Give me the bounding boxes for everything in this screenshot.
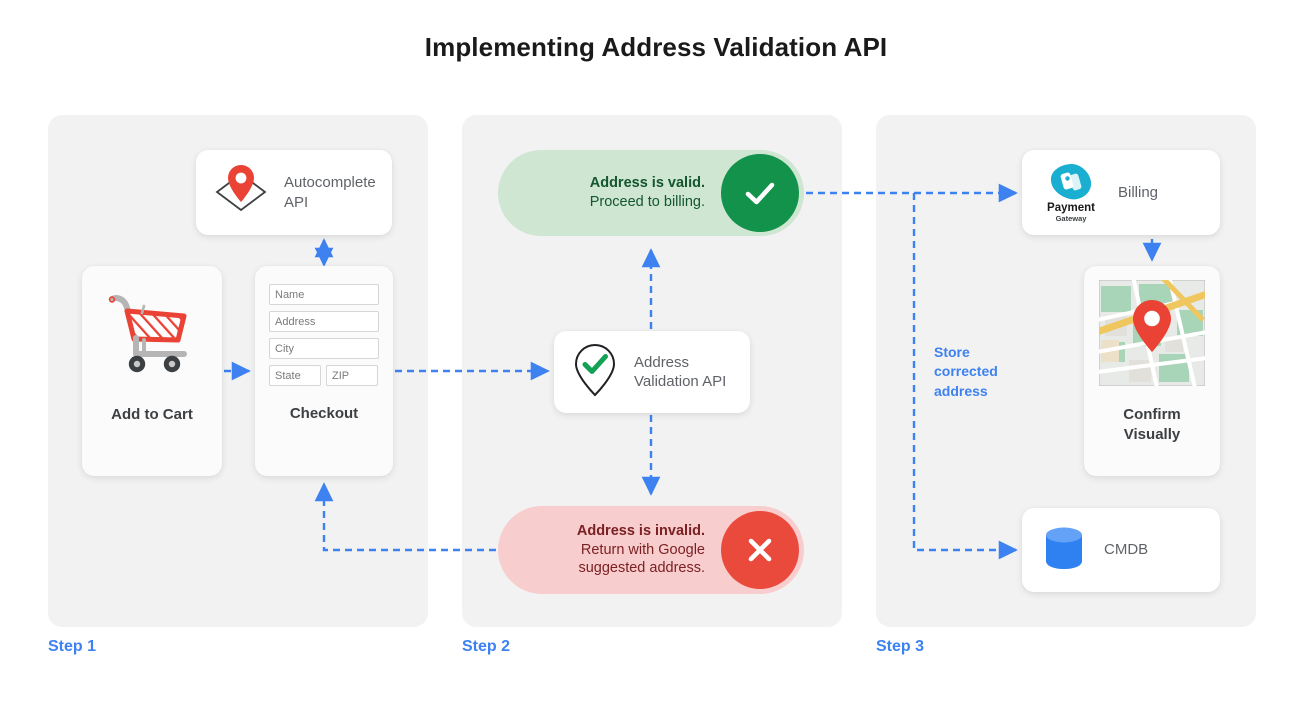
map-pin-icon	[212, 162, 270, 223]
address-invalid-pill: Address is invalid. Return with Google s…	[498, 506, 804, 594]
address-validation-api-label: Address Validation API	[634, 353, 727, 390]
checkout-label: Checkout	[289, 405, 359, 422]
x-circle-icon	[721, 511, 799, 589]
address-valid-headline: Address is valid.	[589, 175, 705, 192]
step-1-label: Step 1	[48, 638, 97, 655]
address-valid-subtext: Proceed to billing.	[589, 194, 705, 210]
map-thumbnail-icon	[1095, 274, 1209, 391]
page-title: Implementing Address Validation API	[424, 32, 888, 62]
billing-label: Billing	[1118, 183, 1159, 201]
checkout-card[interactable]: Name Address City State ZIP Checkout	[255, 266, 393, 476]
pin-check-icon	[570, 341, 620, 404]
add-to-cart-label: Add to Cart	[111, 406, 193, 423]
cmdb-label: CMDB	[1104, 541, 1149, 559]
payment-gateway-logo-secondary: Gateway	[1055, 214, 1087, 224]
add-to-cart-card[interactable]: Add to Cart	[82, 266, 222, 476]
address-valid-pill: Address is valid. Proceed to billing.	[498, 150, 804, 236]
address-invalid-text: Address is invalid. Return with Google s…	[498, 522, 721, 578]
step-3-label: Step 3	[876, 638, 925, 655]
name-field[interactable]: Name	[269, 284, 379, 305]
shopping-cart-icon	[98, 282, 206, 391]
address-valid-text: Address is valid. Proceed to billing.	[498, 174, 721, 211]
confirm-visually-label: Confirm Visually	[1123, 406, 1181, 443]
database-icon	[1038, 522, 1090, 579]
autocomplete-api-card[interactable]: Autocomplete API	[196, 150, 392, 235]
state-field[interactable]: State	[269, 365, 321, 386]
address-field[interactable]: Address	[269, 311, 379, 332]
store-corrected-address-label: Store corrected address	[934, 344, 998, 399]
city-field[interactable]: City	[269, 338, 379, 359]
payment-gateway-logo: Payment Gateway	[1038, 162, 1104, 224]
address-validation-api-card[interactable]: Address Validation API	[554, 331, 750, 413]
billing-card[interactable]: Payment Gateway Billing	[1022, 150, 1220, 235]
confirm-visually-card[interactable]: Confirm Visually	[1084, 266, 1220, 476]
step-2-label: Step 2	[462, 638, 511, 655]
address-invalid-headline: Address is invalid.	[576, 523, 705, 540]
address-invalid-subtext: Return with Google suggested address.	[578, 541, 705, 577]
state-zip-row: State ZIP	[269, 365, 379, 386]
payment-gateway-logo-primary: Payment	[1047, 201, 1095, 214]
cmdb-card[interactable]: CMDB	[1022, 508, 1220, 592]
check-circle-icon	[721, 154, 799, 232]
autocomplete-api-label: Autocomplete API	[284, 174, 376, 211]
zip-field[interactable]: ZIP	[326, 365, 378, 386]
